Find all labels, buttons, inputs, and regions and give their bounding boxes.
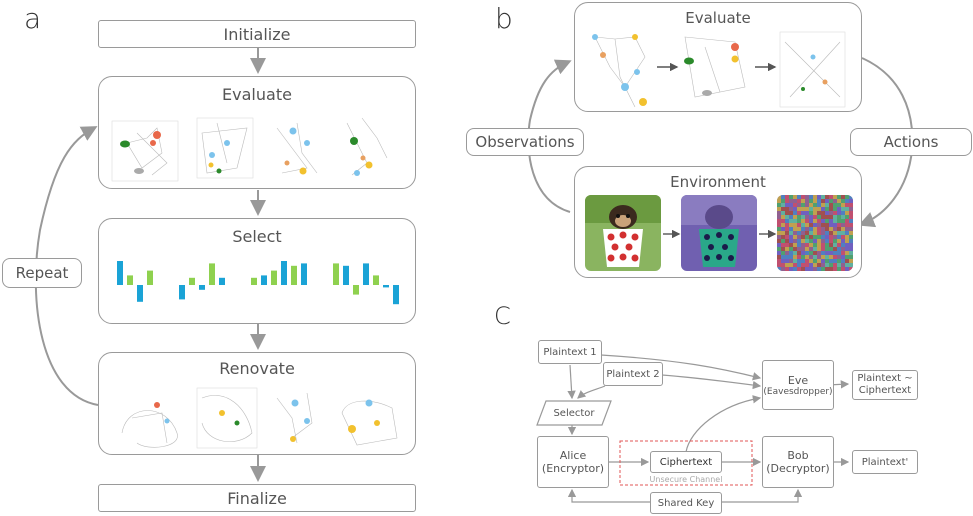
panel-c-letter: C bbox=[494, 302, 511, 330]
actions-label: Actions bbox=[883, 133, 939, 151]
selector-label: Selector bbox=[553, 407, 595, 419]
eve-box: Eve (Eavesdropper) bbox=[762, 360, 834, 410]
alice-box: Alice (Encryptor) bbox=[537, 436, 609, 488]
observations-label-box: Observations bbox=[466, 128, 584, 156]
b-evaluate-graphs bbox=[592, 31, 846, 108]
plaintext1-label: Plaintext 1 bbox=[543, 346, 597, 358]
unsecure-channel-box bbox=[619, 440, 753, 486]
select-bar bbox=[271, 270, 277, 285]
finalize-step: Finalize bbox=[98, 484, 416, 512]
env-arrows bbox=[663, 229, 777, 239]
panel-a-letter: a bbox=[24, 2, 42, 35]
perturbed-photo bbox=[681, 195, 757, 271]
select-bar bbox=[147, 270, 153, 285]
eve-name: Eve bbox=[787, 373, 809, 387]
evaluate-step: Evaluate bbox=[98, 76, 416, 189]
bob-name: Bob bbox=[787, 449, 809, 462]
bob-role: (Decryptor) bbox=[766, 462, 830, 475]
dog-photo bbox=[585, 195, 661, 271]
ciphertext-label: Ciphertext bbox=[659, 456, 713, 468]
select-bar bbox=[179, 285, 185, 300]
eve-output-line2: Ciphertext bbox=[858, 385, 912, 396]
plaintext1-box: Plaintext 1 bbox=[538, 340, 602, 364]
alice-name: Alice bbox=[559, 449, 587, 462]
select-bar bbox=[353, 285, 359, 295]
plaintext2-label: Plaintext 2 bbox=[606, 368, 660, 380]
repeat-label: Repeat bbox=[15, 264, 69, 282]
select-bar-chart bbox=[117, 261, 399, 305]
select-bar bbox=[199, 285, 205, 290]
noise-image bbox=[777, 195, 853, 271]
select-bar bbox=[117, 261, 123, 285]
select-title: Select bbox=[232, 227, 282, 246]
alice-role: (Encryptor) bbox=[541, 462, 605, 475]
bob-box: Bob (Decryptor) bbox=[762, 436, 834, 488]
evaluate-graph-thumbnails bbox=[111, 117, 388, 182]
select-bar bbox=[137, 285, 143, 302]
plaintext2-box: Plaintext 2 bbox=[603, 362, 663, 386]
select-bar bbox=[393, 285, 399, 305]
renovate-graph-thumbnails bbox=[121, 387, 398, 449]
ciphertext-box: Ciphertext bbox=[650, 451, 722, 473]
initialize-label: Initialize bbox=[223, 24, 291, 44]
bob-output-box: Plaintext' bbox=[852, 450, 918, 474]
panel-b-letter: b bbox=[495, 2, 513, 35]
initialize-step: Initialize bbox=[98, 20, 416, 48]
eve-output-line1: Plaintext ~ bbox=[857, 373, 913, 384]
b-evaluate-box: Evaluate bbox=[574, 2, 862, 112]
observations-label: Observations bbox=[475, 133, 575, 151]
eve-output-box: Plaintext ~ Ciphertext bbox=[852, 370, 918, 400]
select-bar bbox=[291, 265, 297, 285]
repeat-label-box: Repeat bbox=[2, 258, 82, 288]
repeat-loop-arrow bbox=[34, 126, 99, 406]
b-environment-box: Environment bbox=[574, 166, 862, 278]
select-bar bbox=[281, 261, 287, 285]
selector-label-wrap: Selector bbox=[536, 400, 612, 426]
renovate-step: Renovate bbox=[98, 352, 416, 455]
select-bar bbox=[219, 277, 225, 285]
select-bar bbox=[373, 275, 379, 285]
select-bar bbox=[209, 263, 215, 285]
finalize-label: Finalize bbox=[227, 488, 287, 508]
unsecure-channel-label: Unsecure Channel bbox=[649, 474, 723, 484]
b-environment-title: Environment bbox=[670, 173, 766, 191]
select-bar bbox=[251, 277, 257, 285]
select-step: Select bbox=[98, 218, 416, 324]
shared-key-box: Shared Key bbox=[650, 492, 722, 514]
observations-arrow bbox=[527, 59, 572, 213]
selector-shape bbox=[536, 400, 612, 426]
bob-output-label: Plaintext' bbox=[861, 456, 909, 468]
select-bar bbox=[301, 263, 307, 285]
shared-key-label: Shared Key bbox=[657, 497, 715, 509]
renovate-title: Renovate bbox=[219, 359, 295, 378]
select-bar bbox=[383, 285, 389, 288]
b-evaluate-title: Evaluate bbox=[685, 9, 751, 27]
unsecure-channel-label-wrap: Unsecure Channel bbox=[620, 474, 752, 484]
select-bar bbox=[261, 275, 267, 285]
select-bar bbox=[333, 263, 339, 285]
select-bar bbox=[363, 263, 369, 285]
select-bar bbox=[127, 275, 133, 285]
actions-label-box: Actions bbox=[850, 128, 972, 156]
select-bar bbox=[343, 265, 349, 285]
select-bar bbox=[189, 277, 195, 285]
evaluate-title: Evaluate bbox=[222, 85, 292, 104]
eve-role: (Eavesdropper) bbox=[763, 386, 833, 397]
